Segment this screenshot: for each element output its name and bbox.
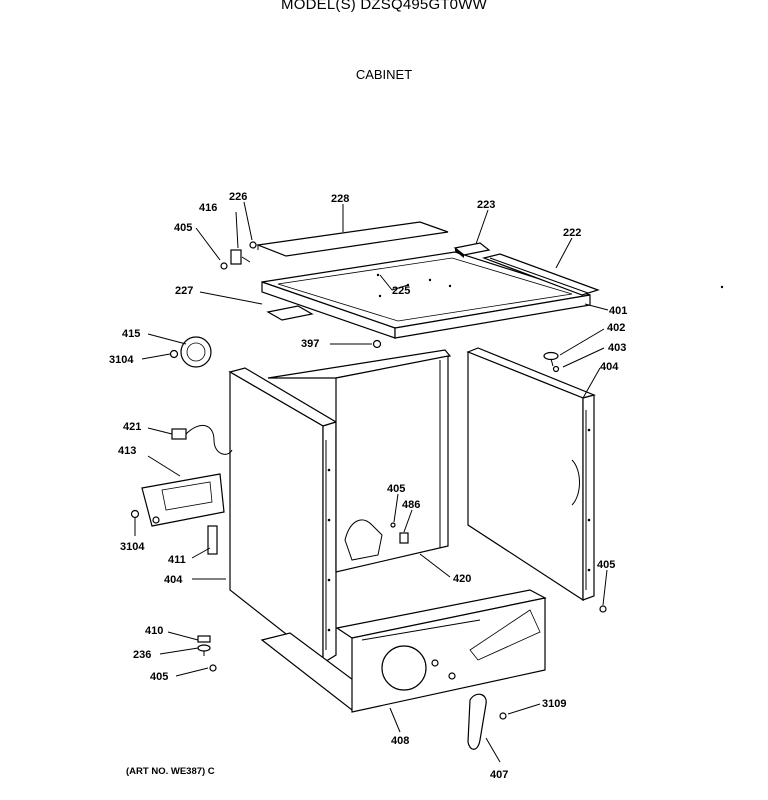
rail-222 xyxy=(481,253,600,296)
screw-397 xyxy=(372,339,382,349)
bracket-227 xyxy=(266,305,314,321)
base-408 xyxy=(260,589,547,713)
callout-228: 228 xyxy=(331,193,349,205)
part-415 xyxy=(180,336,212,368)
callout-236: 236 xyxy=(133,649,151,661)
callout-405-rear: 405 xyxy=(387,483,405,495)
callout-486: 486 xyxy=(402,499,420,511)
callout-227: 227 xyxy=(175,285,193,297)
bracket-413 xyxy=(141,473,225,527)
part-402-403 xyxy=(543,351,560,373)
callout-397: 397 xyxy=(301,338,319,350)
callout-401: 401 xyxy=(609,305,627,317)
callout-3104-lower: 3104 xyxy=(120,541,145,553)
callout-404-left: 404 xyxy=(164,574,183,586)
screw-3104-upper xyxy=(169,349,179,359)
screw-3104-lower xyxy=(130,509,140,519)
art-number: (ART NO. WE387) C xyxy=(126,766,215,777)
right-side-panel-404 xyxy=(466,347,596,602)
callout-413: 413 xyxy=(118,445,136,457)
callout-410: 410 xyxy=(145,625,163,637)
callout-421: 421 xyxy=(123,421,141,433)
callout-405-leg: 405 xyxy=(150,671,168,683)
callout-3104-upper: 3104 xyxy=(109,354,134,366)
callout-408: 408 xyxy=(391,735,409,747)
part-223 xyxy=(453,242,491,258)
callout-403: 403 xyxy=(608,342,626,354)
hinge-416 xyxy=(220,241,257,270)
section-title: CABINET xyxy=(355,67,413,82)
callout-labels: 416 226 228 223 222 405 225 227 401 402 … xyxy=(109,191,627,781)
part-407 xyxy=(467,693,507,750)
callout-411: 411 xyxy=(168,554,186,566)
left-side-panel-404 xyxy=(228,367,338,665)
callout-415: 415 xyxy=(122,328,140,340)
leader-lines xyxy=(134,201,609,763)
callout-405-right: 405 xyxy=(597,559,615,571)
callout-226: 226 xyxy=(229,191,247,203)
callout-3109: 3109 xyxy=(542,698,566,710)
callout-222: 222 xyxy=(563,227,581,239)
callout-407: 407 xyxy=(490,769,508,781)
callout-225: 225 xyxy=(392,285,410,297)
callout-223: 223 xyxy=(477,199,495,211)
margin-dot xyxy=(720,285,724,289)
control-panel-strip-228 xyxy=(255,221,449,257)
page-title: MODEL(S) DZSQ495GT0WW xyxy=(281,0,487,13)
power-cord-421 xyxy=(171,425,233,455)
rear-panel-420 xyxy=(267,349,452,573)
callout-420: 420 xyxy=(453,573,471,585)
callout-402: 402 xyxy=(607,322,625,334)
callout-405: 405 xyxy=(174,222,192,234)
leveling-leg-410-236 xyxy=(197,635,217,672)
screw-405-right xyxy=(599,605,607,613)
callout-404-right: 404 xyxy=(600,361,619,373)
callout-416: 416 xyxy=(199,202,217,214)
bracket-411 xyxy=(207,525,218,555)
top-panel-401 xyxy=(261,251,591,339)
